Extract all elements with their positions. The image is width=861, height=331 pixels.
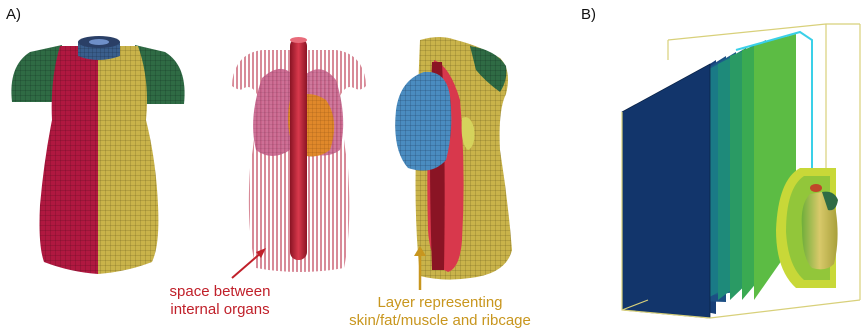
flow-slice-front xyxy=(622,64,710,318)
simulation-domain-model xyxy=(622,24,860,318)
organs-space-annotation: space between internal organs xyxy=(160,283,280,319)
tissue-layer-line2: skin/fat/muscle and ribcage xyxy=(330,312,550,330)
tissue-layer-line1: Layer representing xyxy=(330,294,550,312)
torso-front-model xyxy=(11,36,184,274)
internal-organs-model xyxy=(232,37,366,272)
torso-side-model xyxy=(395,37,512,280)
side-lung-blue xyxy=(395,72,451,171)
organs-space-line1: space between xyxy=(160,283,280,301)
mini-torso-neck xyxy=(810,184,822,192)
aorta-vessel xyxy=(290,38,307,260)
organs-space-line2: internal organs xyxy=(160,301,280,319)
tissue-layer-annotation: Layer representing skin/fat/muscle and r… xyxy=(330,294,550,330)
